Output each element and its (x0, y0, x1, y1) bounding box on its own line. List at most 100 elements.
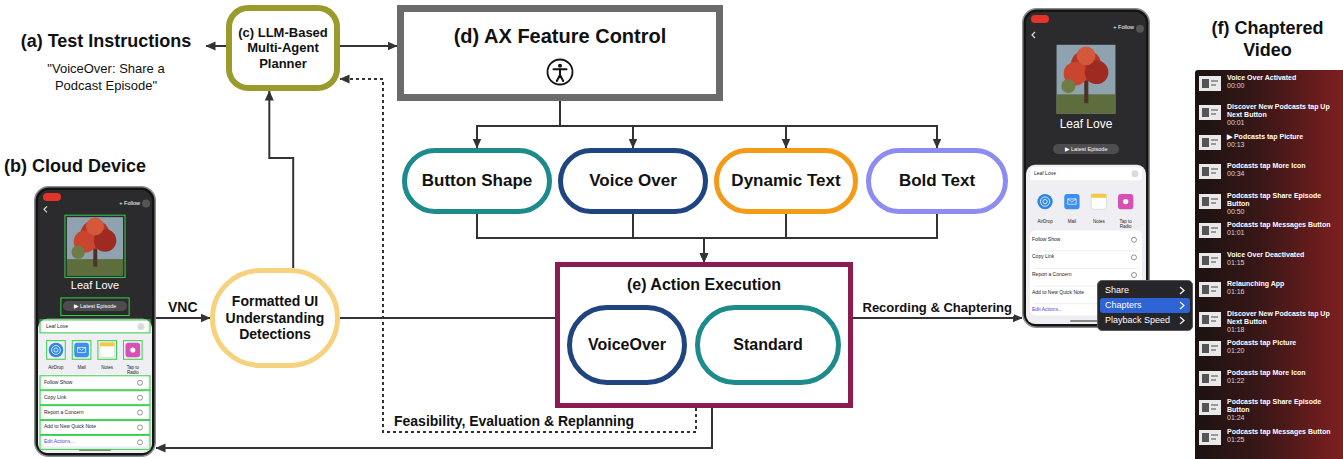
feature-pill: Dynamic Text (714, 148, 858, 214)
chevron-stroke (1180, 287, 1184, 294)
thumbnail-picture (1202, 197, 1209, 206)
chapter-title: Podcasts tap Share Episode Button (1227, 192, 1335, 208)
feature-pill: Bold Text (866, 148, 1008, 214)
thumbnail-line (1211, 227, 1218, 229)
edge-label: VNC (166, 299, 200, 316)
icon-head (558, 64, 562, 68)
phone-ui-text: Report a Concern (44, 410, 120, 416)
box-label: Dynamic Text (731, 171, 840, 191)
detection-box (124, 341, 143, 360)
close-button (1132, 170, 1139, 177)
row-icon (138, 440, 143, 445)
thumbnail-line (1211, 379, 1216, 381)
back-chevron (44, 206, 47, 212)
thumbnail-picture (1202, 315, 1209, 324)
thumbnail-line (1211, 168, 1218, 170)
chapter-thumbnail (1199, 76, 1221, 91)
share-sheet (38, 319, 152, 453)
airdrop-icon (49, 343, 64, 358)
connector (560, 101, 937, 148)
chapter-thumbnail (1199, 371, 1221, 386)
phone-body: + FollowLeaf Love▶ Latest EpisodeLeaf Lo… (34, 186, 156, 457)
chapter-time: 01:15 (1227, 259, 1335, 267)
chapter-thumbnail (1199, 400, 1221, 415)
airdrop-ring (54, 348, 58, 352)
chapter-title: Relaunching App (1227, 280, 1335, 288)
menu-item: Share (1100, 283, 1190, 298)
chapter-thumbnail (1199, 105, 1221, 120)
section-heading: (a) Test Instructions (6, 30, 206, 53)
chaptered-video-panel: (f) Chaptered VideoVoice Over Activated0… (1192, 18, 1343, 459)
phone-ui-text: Tap to Radio (1114, 219, 1138, 229)
chapter-time: 01:20 (1227, 347, 1335, 355)
thumbnail-frame (1199, 76, 1221, 91)
chapter-time: 00:00 (1227, 82, 1335, 90)
connector (340, 45, 397, 47)
phone-ui-text: Report a Concern (1032, 272, 1111, 278)
detection-box (72, 341, 91, 360)
box-label: (d) AX Feature Control (454, 24, 667, 48)
radio-icon (126, 343, 141, 358)
connector (477, 101, 560, 148)
thumbnail-line (1211, 345, 1218, 347)
connector (340, 317, 555, 319)
chapter-time: 00:34 (1227, 170, 1335, 178)
row-icon (138, 395, 143, 400)
phone-illustration (34, 186, 156, 457)
chapter-entry: Podcasts tap Share Episode Button00:50 (1195, 192, 1343, 221)
thumbnail-line (1211, 316, 1218, 318)
chapter-title: Discover New Podcasts tap Up Next Button (1227, 310, 1335, 326)
chapter-time: 01:01 (1227, 229, 1335, 237)
connector (477, 214, 704, 262)
thumbnail-line (1211, 84, 1216, 86)
chevron (1179, 286, 1185, 295)
row-icon (138, 380, 143, 385)
phone-screen (38, 190, 152, 453)
thumbnail-line (1211, 320, 1216, 322)
notes-band (1091, 194, 1106, 198)
phone-ui-text: AirDrop (1033, 219, 1057, 224)
thumbnail-frame (1199, 312, 1221, 327)
phone-ui-text: Leaf Love (46, 324, 113, 330)
video-chapter-strip: Voice Over Activated00:00Discover New Po… (1195, 70, 1343, 459)
feature-pill: Voice Over (558, 148, 708, 214)
mail-envelope (1068, 199, 1076, 204)
more-button (1136, 25, 1144, 33)
chapter-thumbnail (1199, 341, 1221, 356)
execution-box: VoiceOverStandard(e) Action Execution (555, 262, 853, 408)
thumbnail-frame (1199, 164, 1221, 179)
chapter-time: 01:22 (1227, 377, 1335, 385)
chapter-thumbnail (1199, 312, 1221, 327)
thumbnail-line (1211, 434, 1218, 436)
chapter-title: Podcasts tap More Icon (1227, 369, 1335, 377)
thumbnail-line (1211, 80, 1218, 82)
chapter-thumbnail (1199, 253, 1221, 268)
box-label: VoiceOver (588, 335, 666, 354)
instruction-block: (a) Test Instructions"VoiceOver: Share a… (6, 30, 206, 95)
thumbnail-line (1211, 143, 1216, 145)
thumbnail-frame (1199, 341, 1221, 356)
chapter-title: Podcasts tap Share Episode Button (1227, 398, 1335, 414)
box-label: Voice Over (589, 171, 677, 191)
detection-pill: Formatted UI Understanding Detections (210, 268, 340, 368)
chapter-entry: Podcasts tap More Icon00:34 (1195, 162, 1343, 191)
box-label: Standard (733, 335, 802, 354)
phone-frame (35, 187, 156, 457)
menu-row: Chapters (1100, 298, 1190, 313)
thumbnail-line (1211, 139, 1218, 141)
chapter-thumbnail (1199, 135, 1221, 150)
thumbnail-line (1211, 202, 1216, 204)
detection-box (40, 435, 150, 449)
mail-icon (74, 343, 89, 358)
chapter-thumbnail (1199, 430, 1221, 445)
phone-ui-text: Mail (1060, 219, 1084, 224)
chapter-thumbnail (1199, 223, 1221, 238)
thumbnail-picture (1202, 226, 1209, 235)
phone-ui-text: AirDrop (44, 365, 68, 370)
thumbnail-picture (1202, 403, 1209, 412)
chapter-thumbnail (1199, 282, 1221, 297)
status-pill (43, 193, 61, 201)
thumbnail-picture (1202, 374, 1209, 383)
chapter-title: Discover New Podcasts tap Up Next Button (1227, 103, 1335, 119)
